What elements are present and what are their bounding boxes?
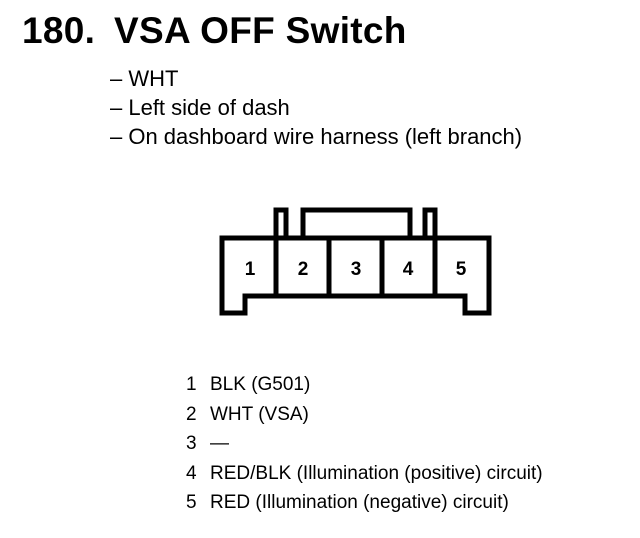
cavity-label-5: 5	[456, 259, 467, 280]
pin-description: RED (Illumination (negative) circuit)	[210, 492, 509, 513]
pin-description: RED/BLK (Illumination (positive) circuit…	[210, 462, 543, 484]
connector-details: – WHT – Left side of dash – On dashboard…	[110, 64, 522, 151]
pin-number: 4	[186, 462, 197, 484]
connector-tab-left	[273, 207, 289, 241]
title-number: 180.	[22, 10, 96, 51]
pin-number: 2	[186, 403, 197, 425]
pin-number: 3	[186, 433, 197, 454]
cavity-label-2: 2	[298, 259, 309, 280]
cavity-label-4: 4	[403, 259, 414, 280]
pin-number: 5	[186, 492, 197, 513]
pin-row: 1 BLK (G501)	[183, 370, 543, 400]
pin-row: 4 RED/BLK (Illumination (positive) circui…	[183, 459, 543, 489]
pin-row: 5 RED (Illumination (negative) circuit)	[183, 488, 543, 518]
title-text: VSA OFF Switch	[114, 10, 407, 51]
pin-row: 2 WHT (VSA)	[183, 400, 543, 430]
cavity-label-3: 3	[351, 259, 362, 280]
connector-tab-right	[422, 207, 438, 241]
pin-row: 3—	[183, 429, 543, 459]
connector-body	[219, 235, 492, 316]
detail-color: – WHT	[110, 66, 179, 91]
connector-rib	[300, 207, 413, 238]
cavity-label-1: 1	[245, 259, 256, 280]
pin-description: BLK (G501)	[210, 374, 311, 395]
detail-harness: – On dashboard wire harness (left branch…	[110, 124, 523, 149]
detail-location: – Left side of dash	[110, 95, 290, 120]
page-title: 180. VSA OFF Switch	[22, 10, 407, 52]
pin-number: 1	[186, 374, 197, 395]
pin-description: —	[210, 433, 229, 454]
pin-description: WHT (VSA)	[210, 403, 309, 425]
